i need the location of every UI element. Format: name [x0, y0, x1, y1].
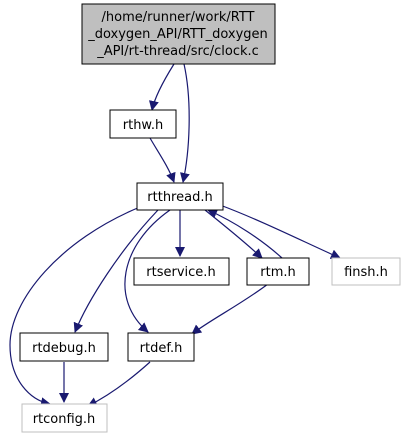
node-rtservice-label: rtservice.h	[146, 265, 215, 280]
node-rthw[interactable]: rthw.h	[109, 109, 177, 139]
node-rtservice[interactable]: rtservice.h	[133, 257, 230, 286]
edge-rtdef-rtconfig	[87, 361, 151, 407]
root-path-line-2: _doxygen_API/RTT_doxygen	[87, 27, 268, 42]
node-rthw-label: rthw.h	[123, 118, 164, 133]
node-rtdebug-label: rtdebug.h	[32, 341, 96, 356]
node-rtdef-label: rtdef.h	[140, 341, 183, 356]
edge-rtm-rtthread	[207, 209, 283, 259]
edge-root-rthw	[149, 63, 175, 111]
node-rtthread[interactable]: rtthread.h	[136, 182, 224, 211]
edge-rthw-rtthread	[149, 137, 176, 183]
edge-rtthread-rtdef	[124, 209, 171, 333]
node-rtdef[interactable]: rtdef.h	[127, 332, 195, 362]
node-rtconfig[interactable]: rtconfig.h	[21, 403, 108, 433]
edges	[9, 63, 341, 408]
edge-rtthread-rtdebug	[73, 209, 159, 333]
node-finsh[interactable]: finsh.h	[331, 257, 401, 286]
root-path-line-3: _API/rt-thread/src/clock.c	[96, 44, 259, 59]
node-root-file[interactable]: /home/runner/work/RTT _doxygen_API/RTT_d…	[81, 3, 276, 65]
node-rtm-label: rtm.h	[260, 265, 295, 280]
node-rtthread-label: rtthread.h	[147, 190, 212, 205]
node-rtconfig-label: rtconfig.h	[33, 412, 96, 427]
node-rtdebug[interactable]: rtdebug.h	[19, 332, 109, 362]
node-rtm[interactable]: rtm.h	[246, 257, 310, 286]
edge-rtm-rtdef	[191, 283, 269, 335]
edge-root-rtthread	[180, 63, 190, 183]
root-path-line-1: /home/runner/work/RTT	[102, 10, 255, 25]
edge-rtthread-finsh	[219, 204, 341, 259]
node-finsh-label: finsh.h	[344, 265, 388, 280]
edge-rtthread-rtconfig	[9, 206, 141, 408]
edge-rtthread-rtm	[204, 209, 263, 259]
